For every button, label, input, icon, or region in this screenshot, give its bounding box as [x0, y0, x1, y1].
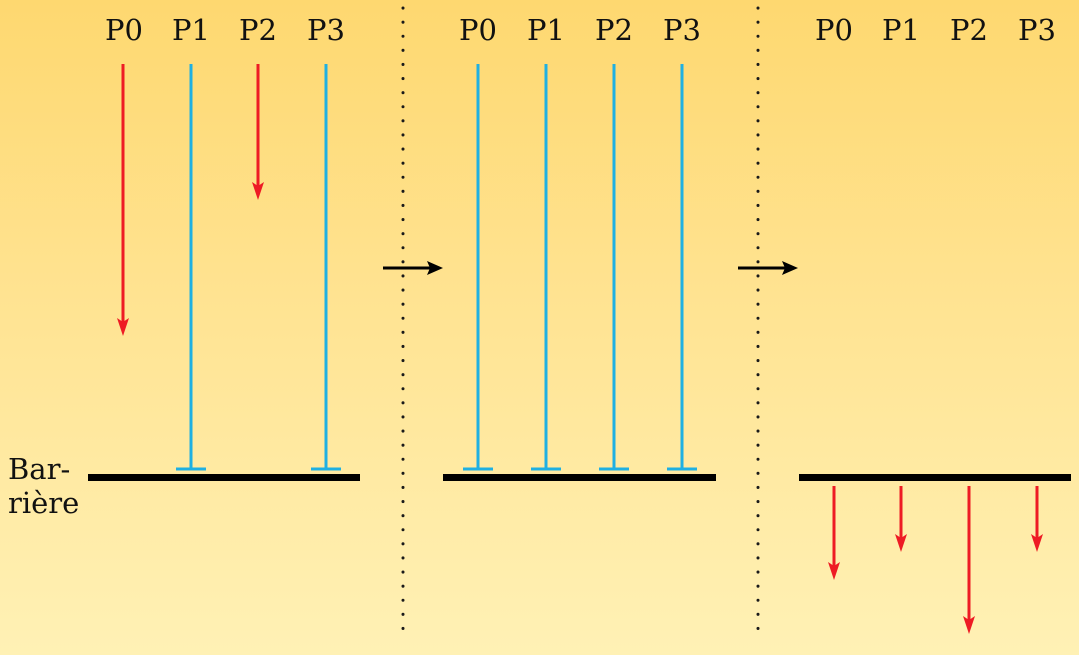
process-label: P1 [527, 13, 565, 47]
running-arrow [252, 64, 264, 200]
barrier-bar [799, 474, 1071, 481]
process-label: P0 [459, 13, 497, 47]
process-label: P2 [239, 13, 277, 47]
barrier-bar [443, 474, 716, 481]
barrier-label-line2: rière [8, 486, 79, 520]
released-arrow [963, 486, 975, 634]
waiting-line [531, 64, 561, 471]
process-label: P0 [105, 13, 143, 47]
panel-before: P0 P1 P2 P3 [88, 13, 360, 481]
waiting-line [463, 64, 493, 471]
process-label: P3 [307, 13, 345, 47]
transition-arrow [738, 261, 798, 275]
process-label: P2 [950, 13, 988, 47]
barrier-label-line1: Bar- [8, 452, 70, 486]
waiting-line [311, 64, 341, 471]
process-label: P1 [172, 13, 210, 47]
released-arrow [1031, 486, 1043, 552]
waiting-line [667, 64, 697, 471]
waiting-line [176, 64, 206, 471]
released-arrow [828, 486, 840, 580]
panel-released: P0 P1 P2 P3 [799, 13, 1071, 634]
process-label: P0 [815, 13, 853, 47]
process-label: P3 [1018, 13, 1056, 47]
running-arrow [117, 64, 129, 336]
released-arrow [895, 486, 907, 552]
process-label: P3 [663, 13, 701, 47]
panel-all-arrived: P0 P1 P2 P3 [443, 13, 716, 481]
barrier-bar [88, 474, 360, 481]
waiting-line [599, 64, 629, 471]
process-label: P2 [595, 13, 633, 47]
transition-arrow [383, 261, 443, 275]
process-label: P1 [882, 13, 920, 47]
